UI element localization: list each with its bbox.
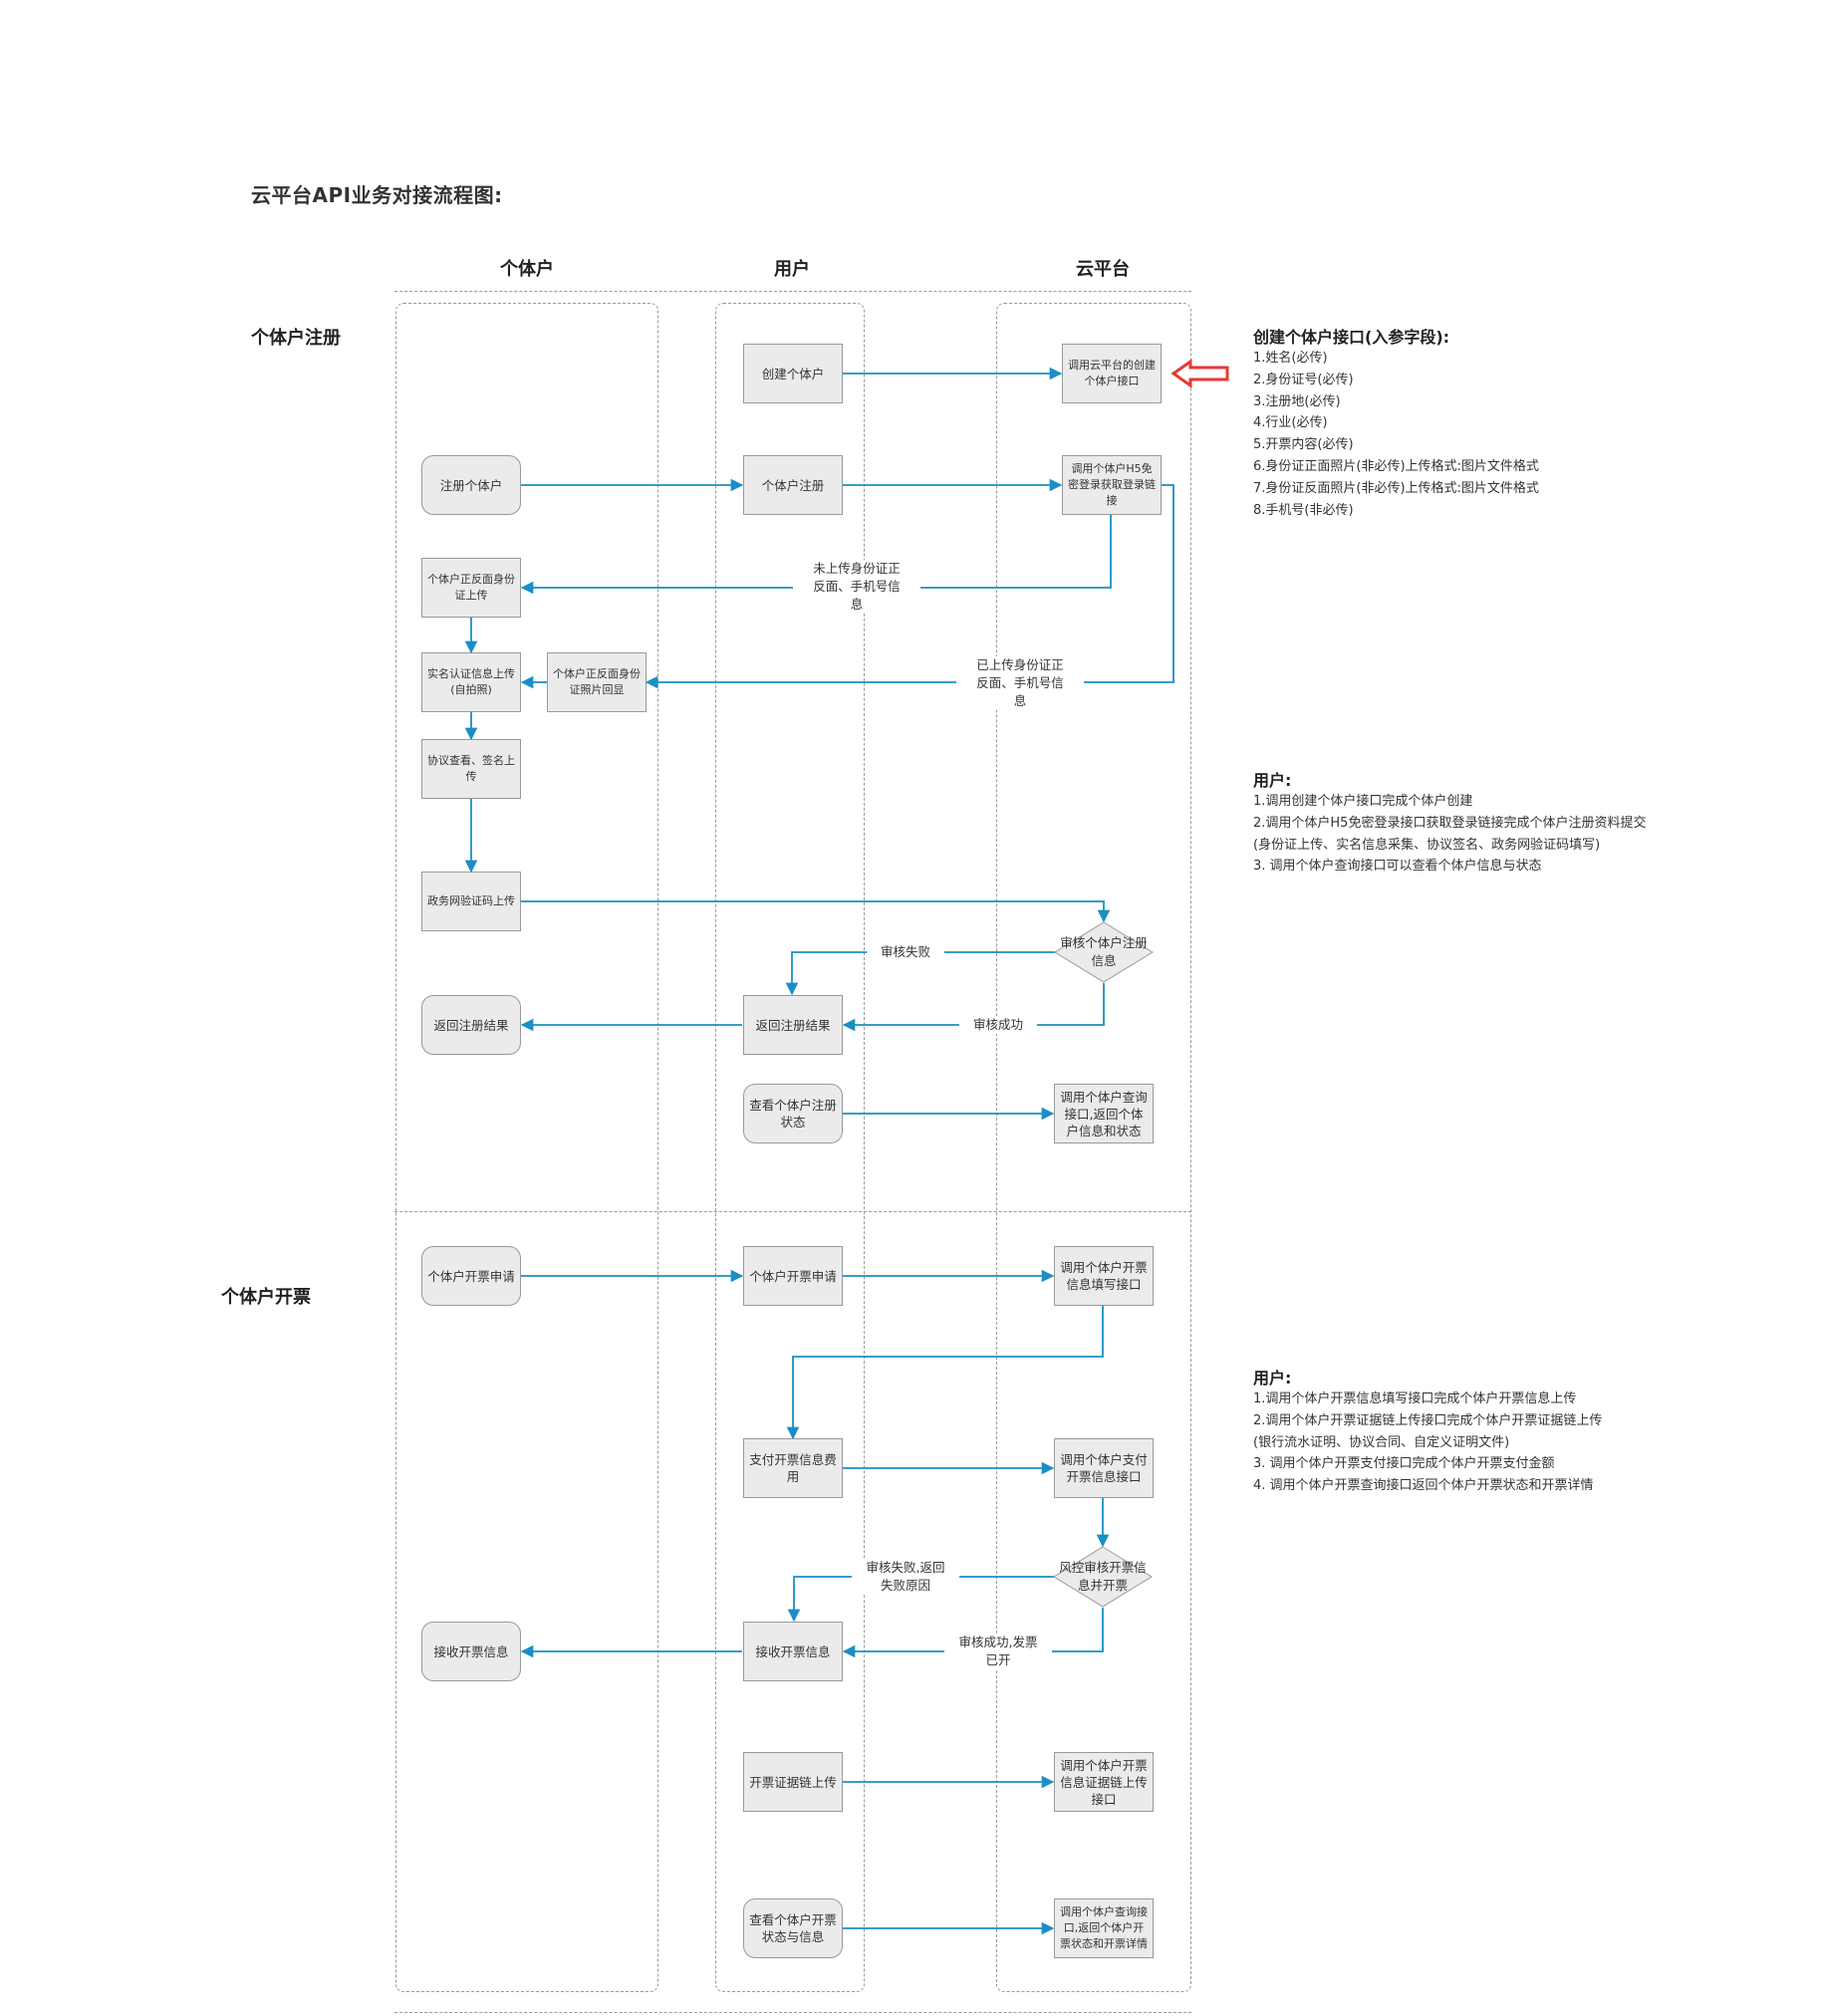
- node-risk-audit-label: 风控审核开票信息并开票: [1059, 1560, 1147, 1593]
- arrow-audit-success: [842, 983, 1105, 1032]
- node-agreement: 协议查看、签名上传: [421, 739, 521, 799]
- note-line: 6.身份证正面照片(非必传)上传格式:图片文件格式: [1253, 458, 1539, 474]
- node-call-evidence: 调用个体户开票信息证据链上传接口: [1054, 1752, 1154, 1812]
- arrow-risk-fail: [787, 1576, 1054, 1623]
- lane-header-platform: 云平台: [1076, 259, 1130, 280]
- lane-header-merchant: 个体户: [500, 259, 554, 280]
- note-line: 4.行业(必传): [1253, 415, 1328, 431]
- note-line: 2.身份证号(必传): [1253, 372, 1354, 387]
- node-id-upload: 个体户正反面身份证上传: [421, 558, 521, 618]
- note-line: 1.调用创建个体户接口完成个体户创建: [1253, 794, 1473, 809]
- node-register-person: 注册个体户: [421, 455, 521, 515]
- node-call-pay: 调用个体户支付开票信息接口: [1054, 1438, 1154, 1498]
- node-return-result-person: 返回注册结果: [421, 995, 521, 1055]
- node-pay-fee: 支付开票信息费用: [743, 1438, 843, 1498]
- node-realname-upload: 实名认证信息上传 (自拍照): [421, 652, 521, 712]
- arrow-audit-fail: [785, 951, 1055, 996]
- note-line: 1.姓名(必传): [1253, 351, 1328, 366]
- note-line: 8.手机号(非必传): [1253, 502, 1354, 518]
- note-line: 3.注册地(必传): [1253, 393, 1341, 409]
- lane-merchant: [395, 303, 658, 1992]
- node-evidence-upload: 开票证据链上传: [743, 1752, 843, 1812]
- edge-label-audit-success: 审核成功: [959, 1016, 1037, 1034]
- edge-label-not-uploaded: 未上传身份证正 反面、手机号信 息: [793, 560, 920, 614]
- node-check-status: 查看个体户注册状态: [743, 1084, 843, 1143]
- note-line: 5.开票内容(必传): [1253, 437, 1354, 453]
- note-create-api-title: 创建个体户接口(入参字段):: [1253, 328, 1450, 347]
- node-call-invoice-query: 调用个体户查询接口,返回个体户开票状态和开票详情: [1054, 1898, 1154, 1958]
- lane-user: [715, 303, 865, 1992]
- section-divider: [394, 1211, 1191, 1212]
- node-invoice-apply-user: 个体户开票申请: [743, 1246, 843, 1306]
- arrow-fill-to-pay: [786, 1306, 1104, 1440]
- node-check-invoice: 查看个体户开票状态与信息: [743, 1898, 843, 1958]
- node-call-create: 调用云平台的创建个体户接口: [1062, 344, 1162, 403]
- diamond-risk-audit: [1053, 1546, 1153, 1608]
- lane-platform: [996, 303, 1191, 1992]
- node-return-result-user: 返回注册结果: [743, 995, 843, 1055]
- top-divider: [394, 291, 1191, 292]
- note-user-invoice-title: 用户:: [1253, 1369, 1292, 1387]
- arrow-h5-uploaded: [645, 484, 1174, 689]
- node-receive-person: 接收开票信息: [421, 1622, 521, 1681]
- edge-label-audit-fail: 审核失败: [867, 943, 944, 961]
- arrow-risk-success: [842, 1608, 1104, 1658]
- node-call-invoice-fill: 调用个体户开票信息填写接口: [1054, 1246, 1154, 1306]
- note-user-register: 用户: 1.调用创建个体户接口完成个体户创建 2.调用个体户H5免密登录接口获取…: [1253, 767, 1646, 878]
- note-line: 1.调用个体户开票信息填写接口完成个体户开票信息上传: [1253, 1391, 1577, 1406]
- note-create-api: 创建个体户接口(入参字段): 1.姓名(必传) 2.身份证号(必传) 3.注册地…: [1253, 324, 1539, 521]
- node-create-user: 创建个体户: [743, 344, 843, 403]
- page-title: 云平台API业务对接流程图:: [251, 183, 503, 207]
- note-line: 3. 调用个体户查询接口可以查看个体户信息与状态: [1253, 859, 1542, 875]
- diamond-audit-register: [1054, 921, 1154, 983]
- node-gov-code: 政务网验证码上传: [421, 872, 521, 931]
- edge-label-uploaded: 已上传身份证正 反面、手机号信 息: [956, 656, 1084, 710]
- bottom-divider: [394, 2012, 1191, 2013]
- node-receive-user: 接收开票信息: [743, 1622, 843, 1681]
- red-highlight-arrow: [1171, 359, 1229, 388]
- node-invoice-apply-person: 个体户开票申请: [421, 1246, 521, 1306]
- note-line: (身份证上传、实名信息采集、协议签名、政务网验证码填写): [1253, 837, 1601, 853]
- section-label-register: 个体户注册: [251, 328, 341, 349]
- node-call-h5: 调用个体户H5免密登录获取登录链接: [1062, 455, 1162, 515]
- note-line: 3. 调用个体户开票支付接口完成个体户开票支付金额: [1253, 1456, 1555, 1472]
- edge-label-risk-success: 审核成功,发票 已开: [944, 1634, 1052, 1669]
- edge-label-risk-fail: 审核失败,返回 失败原因: [852, 1559, 959, 1595]
- note-user-invoice: 用户: 1.调用个体户开票信息填写接口完成个体户开票信息上传 2.调用个体户开票…: [1253, 1365, 1602, 1497]
- arrow-gov-to-audit: [520, 900, 1111, 923]
- note-line: 2.调用个体户开票证据链上传接口完成个体户开票证据链上传: [1253, 1412, 1603, 1428]
- node-id-echo: 个体户正反面身份证照片回显: [547, 652, 647, 712]
- node-call-query: 调用个体户查询接口,返回个体户信息和状态: [1054, 1084, 1154, 1143]
- note-line: 7.身份证反面照片(非必传)上传格式:图片文件格式: [1253, 480, 1539, 496]
- note-line: 2.调用个体户H5免密登录接口获取登录链接完成个体户注册资料提交: [1253, 815, 1647, 831]
- note-line: 4. 调用个体户开票查询接口返回个体户开票状态和开票详情: [1253, 1478, 1594, 1494]
- arrow-h5-not-uploaded: [520, 515, 1112, 595]
- node-audit-register-label: 审核个体户注册信息: [1060, 935, 1148, 968]
- section-label-invoice: 个体户开票: [221, 1287, 311, 1308]
- node-person-register: 个体户注册: [743, 455, 843, 515]
- note-user-register-title: 用户:: [1253, 771, 1292, 790]
- note-line: (银行流水证明、协议合同、自定义证明文件): [1253, 1434, 1510, 1450]
- lane-header-user: 用户: [774, 259, 810, 280]
